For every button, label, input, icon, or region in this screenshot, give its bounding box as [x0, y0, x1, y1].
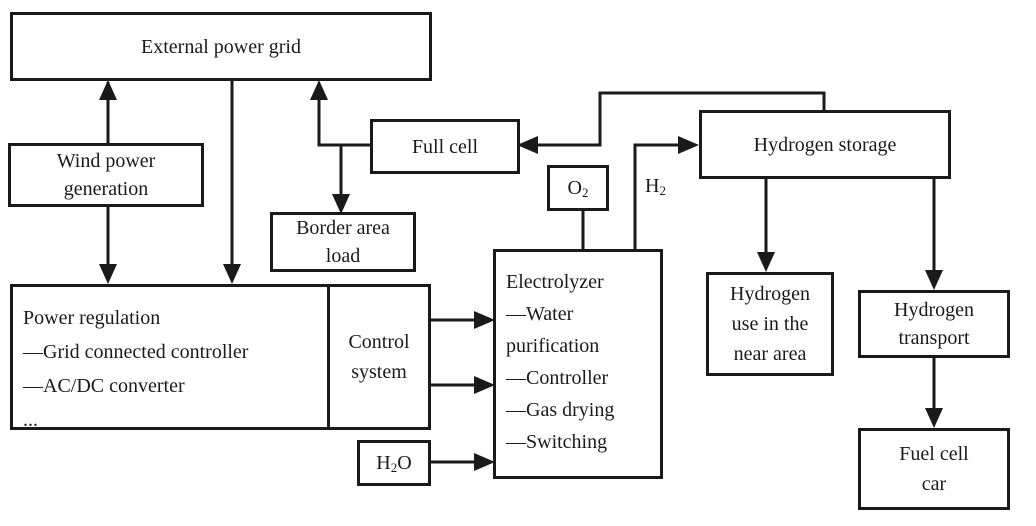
arrowhead [474, 376, 495, 394]
arrowhead [757, 252, 775, 272]
node-label: O2 [567, 177, 589, 200]
arrowhead [310, 80, 328, 100]
h2-edge-label: H2 [645, 175, 666, 198]
node-label: Power regulation [23, 307, 161, 329]
arrow-hydrogen-storage-to-full-cell [536, 91, 826, 147]
node-label: load [325, 245, 361, 267]
node-label: system [351, 361, 407, 383]
control-system-node: Control system [327, 284, 431, 430]
arrowhead [925, 408, 943, 428]
arrowhead [517, 136, 538, 154]
node-label: car [921, 473, 947, 495]
node-label: —Gas drying [506, 399, 615, 421]
fuel-cell-car-node: Fuel cell car [858, 428, 1010, 510]
node-label: —AC/DC converter [23, 375, 185, 397]
node-label: purification [506, 335, 600, 357]
arrowhead [99, 264, 117, 284]
arrowhead [223, 264, 241, 284]
arrowhead [474, 453, 495, 471]
node-label: Border area [296, 217, 390, 239]
node-label: near area [733, 343, 807, 365]
node-label: ... [23, 409, 38, 431]
node-label: Fuel cell [899, 443, 969, 465]
node-label: —Controller [506, 367, 609, 389]
oxygen-node: O2 [547, 165, 609, 211]
hydrogen-transport-node: Hydrogen transport [858, 290, 1010, 358]
arrow-electrolyzer-to-hydrogen-storage [633, 143, 680, 250]
node-label: Control [348, 331, 410, 353]
electrolyzer-node: Electrolyzer —Water purification —Contro… [493, 249, 663, 479]
node-label: —Water [506, 303, 574, 325]
water-node: H2O [357, 440, 431, 486]
node-label: External power grid [141, 35, 301, 58]
node-label: Hydrogen [894, 299, 974, 321]
node-label: generation [63, 178, 149, 200]
arrowhead [678, 136, 699, 154]
node-label: Full cell [411, 135, 479, 158]
node-label: —Grid connected controller [23, 341, 249, 363]
arrowhead [332, 194, 350, 214]
wind-power-generation-node: Wind power generation [8, 143, 204, 207]
node-label: —Switching [506, 431, 608, 453]
node-label: Hydrogen [730, 283, 810, 305]
arrowhead [99, 80, 117, 100]
node-label: Wind power [56, 150, 156, 172]
node-label: use in the [731, 313, 809, 335]
power-regulation-node: Power regulation —Grid connected control… [10, 284, 330, 431]
arrowhead [474, 311, 495, 329]
hydrogen-near-use-node: Hydrogen use in the near area [706, 272, 834, 376]
border-area-load-node: Border area load [270, 212, 416, 272]
external-power-grid-node: External power grid [10, 12, 432, 81]
node-label: H2O [376, 452, 412, 475]
node-label: transport [898, 327, 970, 349]
node-label: Electrolyzer [506, 271, 604, 293]
hydrogen-storage-node: Hydrogen storage [699, 110, 951, 179]
full-cell-node: Full cell [370, 119, 520, 174]
node-label: Hydrogen storage [753, 133, 897, 156]
arrow-full-cell-to-grid [317, 100, 372, 147]
arrowhead [925, 270, 943, 290]
